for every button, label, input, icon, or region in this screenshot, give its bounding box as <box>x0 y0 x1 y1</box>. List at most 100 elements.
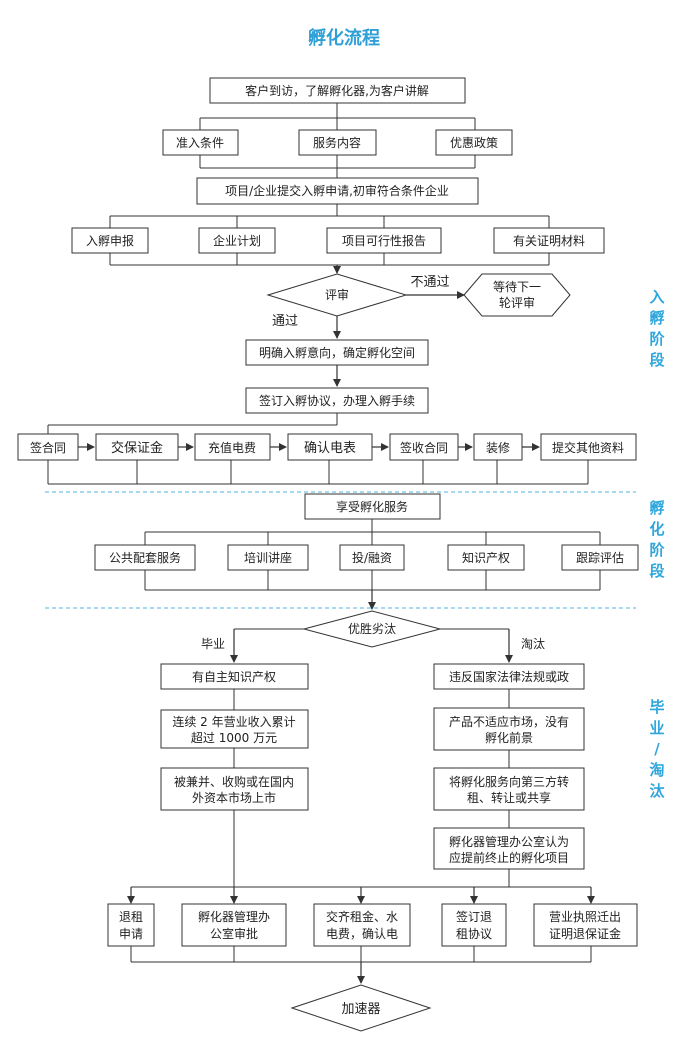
node-feasibility-report: 项目可行性报告 <box>326 227 442 254</box>
svg-text:投/融资: 投/融资 <box>352 550 392 565</box>
svg-text:企业计划: 企业计划 <box>213 233 261 248</box>
node-accelerator: 加速器 <box>290 984 432 1032</box>
svg-text:知识产权: 知识产权 <box>462 551 510 565</box>
node-deposit: 交保证金 <box>95 433 179 461</box>
svg-text:汰: 汰 <box>649 782 665 800</box>
svg-text:应提前终止的孵化项目: 应提前终止的孵化项目 <box>449 850 569 865</box>
svg-text:轮评审: 轮评审 <box>499 295 535 310</box>
svg-text:违反国家法律法规或政: 违反国家法律法规或政 <box>449 669 569 684</box>
svg-text:交保证金: 交保证金 <box>111 440 163 456</box>
node-apply: 项目/企业提交入孵申请,初审符合条件企业 <box>196 177 479 205</box>
svg-text:评审: 评审 <box>325 287 349 302</box>
node-no-market: 产品不适应市场，没有 孵化前景 <box>433 707 585 751</box>
connectors-stage-1 <box>47 103 589 485</box>
node-wait-next-review: 等待下一 轮评审 <box>463 273 571 317</box>
svg-text:确认电表: 确认电表 <box>304 441 356 456</box>
svg-text:退租: 退租 <box>119 910 143 924</box>
node-entry-conditions: 准入条件 <box>162 129 239 156</box>
svg-text:入: 入 <box>649 288 664 306</box>
node-decoration: 装修 <box>473 433 523 461</box>
node-survival-of-fittest: 优胜劣汰 <box>302 610 442 648</box>
svg-text:享受孵化服务: 享受孵化服务 <box>336 499 408 514</box>
svg-text:服务内容: 服务内容 <box>313 135 361 150</box>
svg-text:连续 2 年营业收入累计: 连续 2 年营业收入累计 <box>172 714 295 729</box>
svg-text:提交其他资料: 提交其他资料 <box>552 440 624 455</box>
svg-text:阶: 阶 <box>649 541 665 559</box>
svg-text:准入条件: 准入条件 <box>176 136 224 150</box>
svg-text:项目/企业提交入孵申请,初审符合条件企业: 项目/企业提交入孵申请,初审符合条件企业 <box>225 183 449 198</box>
node-merger: 被兼并、收购或在国内 外资本市场上市 <box>160 767 309 811</box>
page-title: 孵化流程 <box>308 27 380 49</box>
svg-text:阶: 阶 <box>649 330 665 348</box>
svg-text:签收合同: 签收合同 <box>400 440 448 455</box>
svg-text:充值电费: 充值电费 <box>208 440 256 455</box>
node-review: 评审 <box>266 273 408 317</box>
node-terminate: 孵化器管理办公室认为 应提前终止的孵化项目 <box>433 827 585 870</box>
svg-text:产品不适应市场，没有: 产品不适应市场，没有 <box>449 714 569 729</box>
svg-text:孵: 孵 <box>649 499 664 517</box>
svg-text:公室审批: 公室审批 <box>210 926 258 941</box>
svg-text:业: 业 <box>649 719 664 737</box>
svg-text:有关证明材料: 有关证明材料 <box>513 234 585 248</box>
node-meter: 确认电表 <box>287 433 373 461</box>
svg-text:段: 段 <box>649 562 664 580</box>
svg-text:营业执照迁出: 营业执照迁出 <box>549 910 621 924</box>
stage-label-incubation-entry: 入 孵 阶 段 <box>649 288 665 369</box>
svg-text:孵: 孵 <box>649 309 664 327</box>
svg-text:优胜劣汰: 优胜劣汰 <box>348 621 396 636</box>
svg-text:签订入孵协议，办理入孵手续: 签订入孵协议，办理入孵手续 <box>259 393 415 408</box>
svg-text:项目可行性报告: 项目可行性报告 <box>342 233 426 248</box>
node-revenue: 连续 2 年营业收入累计 超过 1000 万元 <box>160 709 309 749</box>
svg-text:有自主知识产权: 有自主知识产权 <box>192 670 276 684</box>
node-recharge: 充值电费 <box>194 433 271 461</box>
svg-text:明确入孵意向，确定孵化空间: 明确入孵意向，确定孵化空间 <box>259 345 415 360</box>
svg-text:外资本市场上市: 外资本市场上市 <box>192 790 276 805</box>
node-policy: 优惠政策 <box>435 129 513 156</box>
node-confirm-intention: 明确入孵意向，确定孵化空间 <box>245 339 429 366</box>
node-office-approve: 孵化器管理办 公室审批 <box>181 903 287 947</box>
svg-text:跟踪评估: 跟踪评估 <box>576 551 624 565</box>
svg-text:入孵申报: 入孵申报 <box>86 233 134 248</box>
node-certificates: 有关证明材料 <box>493 227 605 254</box>
node-business-plan: 企业计划 <box>198 227 276 254</box>
svg-text:客户到访，了解孵化器,为客户讲解: 客户到访，了解孵化器,为客户讲解 <box>245 83 429 98</box>
svg-text:毕: 毕 <box>649 698 664 716</box>
svg-text:租协议: 租协议 <box>456 926 492 941</box>
node-apply-form: 入孵申报 <box>71 227 149 254</box>
edge-label-fail: 不通过 <box>410 275 449 290</box>
svg-text:化: 化 <box>649 520 664 538</box>
stage-label-graduate-eliminate: 毕 业 / 淘 汰 <box>648 698 665 800</box>
node-investment: 投/融资 <box>339 544 405 571</box>
svg-text:交齐租金、水: 交齐租金、水 <box>326 909 398 924</box>
node-ip: 知识产权 <box>447 544 525 571</box>
svg-text:电费，确认电: 电费，确认电 <box>326 927 398 941</box>
node-transfer: 将孵化服务向第三方转 租、转让或共享 <box>433 767 585 811</box>
svg-text:孵化器管理办公室认为: 孵化器管理办公室认为 <box>449 834 569 849</box>
svg-text:/: / <box>654 740 660 758</box>
svg-text:超过 1000 万元: 超过 1000 万元 <box>191 730 277 745</box>
node-public-service: 公共配套服务 <box>94 544 196 571</box>
svg-text:淘: 淘 <box>648 761 664 779</box>
stage-label-incubation: 孵 化 阶 段 <box>649 499 665 580</box>
node-tracking: 跟踪评估 <box>561 544 639 571</box>
svg-text:签订退: 签订退 <box>456 909 492 924</box>
svg-text:段: 段 <box>649 351 664 369</box>
node-service-content: 服务内容 <box>298 129 377 156</box>
connectors-stage-3 <box>127 590 595 984</box>
edge-label-graduate: 毕业 <box>201 637 225 651</box>
node-license: 营业执照迁出 证明退保证金 <box>533 903 638 947</box>
node-enjoy-service: 享受孵化服务 <box>304 493 441 520</box>
svg-text:被兼并、收购或在国内: 被兼并、收购或在国内 <box>174 774 294 789</box>
node-quit-agreement: 签订退 租协议 <box>441 903 507 947</box>
svg-text:公共配套服务: 公共配套服务 <box>109 550 181 565</box>
node-sign-agreement: 签订入孵协议，办理入孵手续 <box>245 387 429 414</box>
edge-label-eliminate: 淘汰 <box>521 637 545 651</box>
svg-text:孵化前景: 孵化前景 <box>485 730 533 745</box>
svg-text:证明退保证金: 证明退保证金 <box>549 926 621 941</box>
node-own-ip: 有自主知识产权 <box>160 663 309 690</box>
node-violation: 违反国家法律法规或政 <box>433 663 585 690</box>
svg-text:孵化器管理办: 孵化器管理办 <box>198 909 270 924</box>
svg-text:装修: 装修 <box>486 440 510 455</box>
svg-text:签合同: 签合同 <box>30 440 66 455</box>
